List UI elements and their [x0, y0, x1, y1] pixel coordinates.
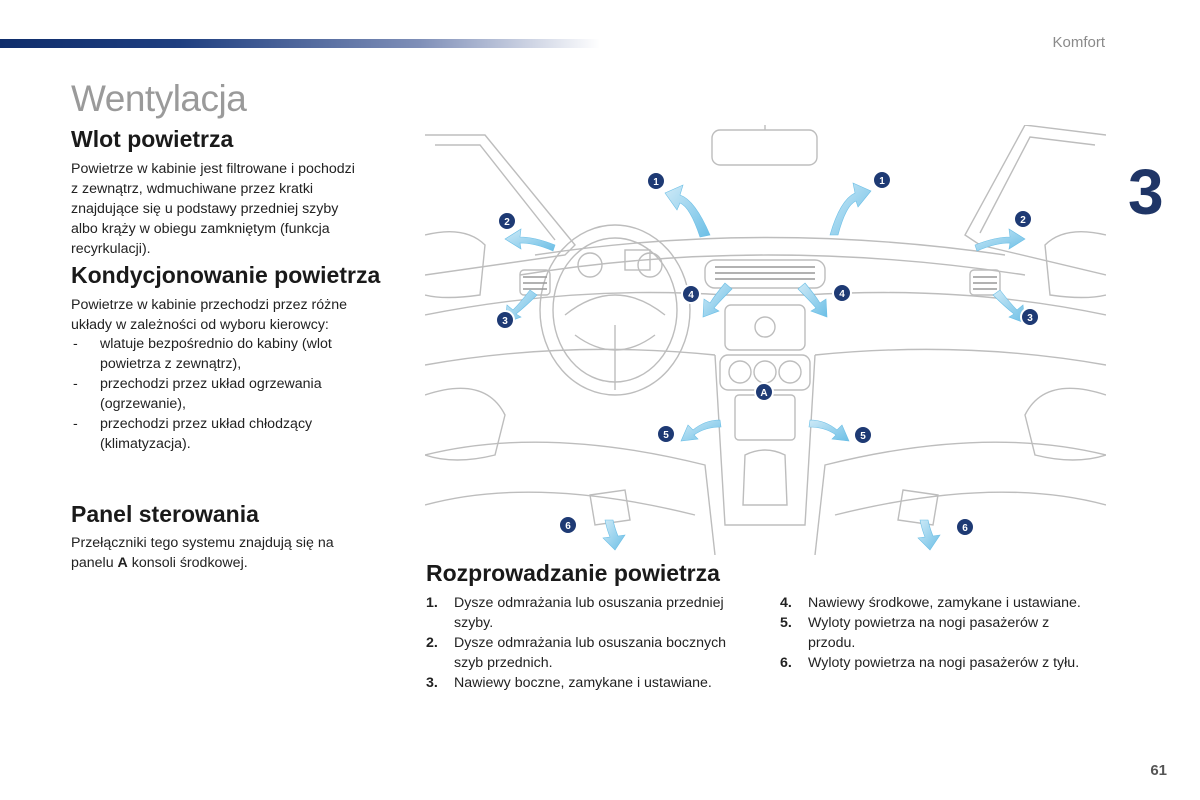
section-label: Komfort [1052, 34, 1105, 51]
text-line: Nawiewy boczne, zamykane i ustawiane. [454, 675, 712, 691]
panel-label: A [117, 555, 128, 571]
text-line: Dysze odmrażania lub osuszania bocznych [454, 635, 727, 651]
list-item: 6. Wyloty powietrza na nogi pasażerów z t… [780, 653, 1120, 673]
distribution-heading: Rozprowadzanie powietrza [426, 560, 720, 586]
text-line: przodu. [808, 635, 856, 651]
air-conditioning-heading: Kondycjonowanie powietrza [71, 262, 381, 288]
text-line: przechodzi przez układ chłodzący [100, 416, 313, 432]
chapter-number: 3 [1128, 156, 1164, 228]
vent-marker-label: 6 [565, 521, 571, 532]
text-line: z zewnątrz, wdmuchiwane przez kratki [71, 181, 314, 197]
text-line: wlatuje bezpośrednio do kabiny (wlot [100, 336, 332, 352]
vent-marker-label: 3 [1027, 313, 1033, 324]
control-panel-paragraph: Przełączniki tego systemu znajdują się n… [71, 533, 401, 573]
vent-marker-label: 4 [688, 290, 694, 301]
ventilation-diagram: 1 1 2 2 3 3 4 4 5 5 6 6 A [425, 125, 1106, 555]
vent-marker-label: 5 [663, 430, 669, 441]
list-item: 2. Dysze odmrażania lub osuszania bocznyc… [426, 633, 756, 673]
list-item: przechodzi przez układ ogrzewania (ogrzew… [71, 374, 401, 414]
airflow-arrows [504, 182, 1026, 551]
vent-marker-label: 2 [504, 217, 510, 228]
text-line: Wyloty powietrza na nogi pasażerów z tył… [808, 655, 1080, 671]
page-number: 61 [1150, 762, 1167, 779]
vent-marker-label: 2 [1020, 215, 1026, 226]
vent-marker-label: 5 [860, 431, 866, 442]
text-line: Powietrze w kabinie jest filtrowane i po… [71, 161, 355, 177]
distribution-list-left: 1. Dysze odmrażania lub osuszania przedni… [426, 593, 756, 693]
vent-marker-label: 4 [839, 289, 845, 300]
text-line: Powietrze w kabinie przechodzi przez róż… [71, 297, 347, 313]
text-line: szyby. [454, 615, 494, 631]
text-line: panelu [71, 555, 118, 571]
text-line: szyb przednich. [454, 655, 553, 671]
list-item: wlatuje bezpośrednio do kabiny (wlot powi… [71, 334, 401, 374]
list-item: 4. Nawiewy środkowe, zamykane i ustawiane… [780, 593, 1120, 613]
air-conditioning-intro: Powietrze w kabinie przechodzi przez róż… [71, 295, 401, 335]
text-line: (ogrzewanie), [100, 396, 186, 412]
text-line: recyrkulacji). [71, 241, 151, 257]
dashboard-outline [425, 125, 1106, 555]
air-intake-paragraph: Powietrze w kabinie jest filtrowane i po… [71, 159, 401, 259]
text-line: Nawiewy środkowe, zamykane i ustawiane. [808, 595, 1081, 611]
text-line: przechodzi przez układ ogrzewania [100, 376, 322, 392]
item-number: 6. [780, 655, 792, 671]
list-item: przechodzi przez układ chłodzący (klimaty… [71, 414, 401, 454]
list-item: 3. Nawiewy boczne, zamykane i ustawiane. [426, 673, 756, 693]
item-number: 2. [426, 635, 438, 651]
vent-marker-label: 3 [502, 316, 508, 327]
text-line: powietrza z zewnątrz), [100, 356, 242, 372]
header-bar [0, 39, 600, 48]
vent-marker-label: 6 [962, 523, 968, 534]
list-item: 1. Dysze odmrażania lub osuszania przedni… [426, 593, 756, 633]
page-title: Wentylacja [71, 78, 247, 119]
console-marker-label: A [760, 388, 767, 399]
text-line: Dysze odmrażania lub osuszania przedniej [454, 595, 724, 611]
vent-marker-label: 1 [653, 177, 659, 188]
text-line: Przełączniki tego systemu znajdują się n… [71, 535, 334, 551]
text-line: znajdujące się u podstawy przedniej szyb… [71, 201, 339, 217]
text-line: albo krąży w obiegu zamkniętym (funkcja [71, 221, 330, 237]
control-panel-heading: Panel sterowania [71, 501, 259, 527]
text-line: układy w zależności od wyboru kierowcy: [71, 317, 329, 333]
distribution-list-right: 4. Nawiewy środkowe, zamykane i ustawiane… [780, 593, 1120, 673]
text-line: konsoli środkowej. [127, 555, 248, 571]
item-number: 4. [780, 595, 792, 611]
air-mode-list: wlatuje bezpośrednio do kabiny (wlot powi… [71, 334, 401, 454]
text-line: Wyloty powietrza na nogi pasażerów z [808, 615, 1050, 631]
item-number: 3. [426, 675, 438, 691]
item-number: 1. [426, 595, 438, 611]
list-item: 5. Wyloty powietrza na nogi pasażerów z pr… [780, 613, 1120, 653]
text-line: (klimatyzacja). [100, 436, 191, 452]
item-number: 5. [780, 615, 792, 631]
air-intake-heading: Wlot powietrza [71, 126, 234, 152]
vent-marker-label: 1 [879, 176, 885, 187]
vent-markers: 1 1 2 2 3 3 4 4 5 5 6 6 A [495, 170, 1040, 537]
